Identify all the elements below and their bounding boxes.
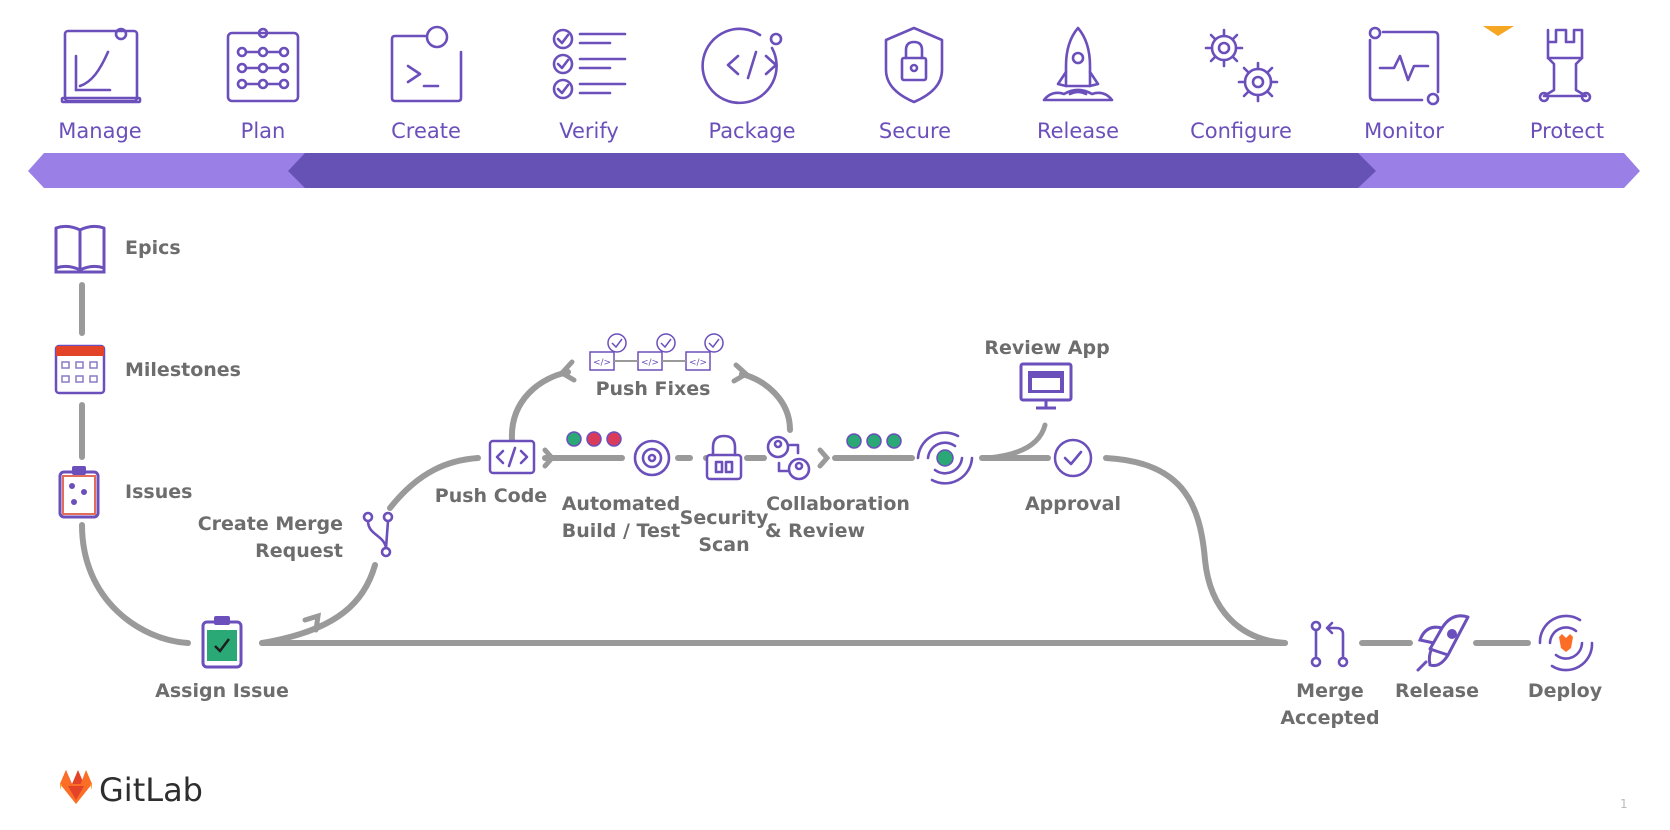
assign-issue-clipboard-icon <box>201 616 243 669</box>
stage-label-secure: Secure <box>879 119 951 143</box>
issues-label: Issues <box>125 481 192 503</box>
stage-label-plan: Plan <box>241 119 286 143</box>
page-number: 1 <box>1620 797 1628 811</box>
svg-text:</>: </> <box>689 358 707 368</box>
checklist-icon <box>552 28 627 100</box>
push-fixes-label: Push Fixes <box>596 378 711 400</box>
automated-build-test-label-line2: Build / Test <box>562 520 681 542</box>
collaboration-people-icon <box>766 435 811 481</box>
stage-label-create: Create <box>391 119 461 143</box>
review-app-label: Review App <box>984 337 1109 359</box>
corner-tab-marker <box>1483 26 1514 36</box>
stage-label-configure: Configure <box>1190 119 1292 143</box>
security-scan-label-line2: Scan <box>698 534 749 556</box>
stage-label-release: Release <box>1037 119 1119 143</box>
book-icon <box>54 224 106 274</box>
merge-request-branch-icon <box>362 511 394 558</box>
push-fixes-documents-icon: </> </> </> <box>589 333 724 371</box>
deploy-spinner-icon <box>1538 614 1594 672</box>
gears-icon <box>1204 28 1279 103</box>
rocket-icon <box>1042 26 1114 102</box>
review-app-monitor-icon <box>1019 362 1073 410</box>
collaboration-review-label-line2: & Review <box>765 520 865 542</box>
padlock-icon <box>705 434 743 481</box>
release-rocket-icon <box>1416 614 1470 672</box>
approval-check-icon <box>1053 438 1093 478</box>
shield-lock-icon <box>884 26 944 104</box>
release-label: Release <box>1395 680 1479 702</box>
stage-label-monitor: Monitor <box>1364 119 1444 143</box>
flow-connectors <box>79 282 1531 646</box>
merge-accepted-icon <box>1310 620 1349 668</box>
push-code-label: Push Code <box>435 485 547 507</box>
collaboration-review-label-line1: Collaboration <box>766 493 910 515</box>
gitlab-wordmark: GitLab <box>99 771 203 809</box>
stage-label-package: Package <box>708 119 795 143</box>
stage-label-manage: Manage <box>58 119 141 143</box>
security-scan-label-line1: Security <box>680 507 769 529</box>
create-merge-request-label-line2: Request <box>255 540 343 562</box>
deploy-label: Deploy <box>1528 680 1603 702</box>
merge-accepted-label-line1: Merge <box>1296 680 1364 702</box>
castle-tower-icon <box>1538 28 1592 103</box>
svg-text:</>: </> <box>641 358 659 368</box>
assign-issue-label: Assign Issue <box>155 680 289 702</box>
epics-label: Epics <box>125 237 181 259</box>
review-status-dots <box>846 433 902 449</box>
issue-clipboard-icon <box>58 466 100 519</box>
gitlab-fox-logo-icon <box>60 770 92 804</box>
lifecycle-band-inner <box>288 153 1376 188</box>
push-code-icon <box>488 439 536 475</box>
automated-build-test-label-line1: Automated <box>562 493 681 515</box>
review-deploy-spinner-icon <box>916 431 974 485</box>
approval-label: Approval <box>1025 493 1121 515</box>
plan-board-icon <box>226 27 300 103</box>
terminal-icon <box>390 25 463 103</box>
merge-accepted-label-line2: Accepted <box>1280 707 1379 729</box>
stage-label-verify: Verify <box>559 119 619 143</box>
chart-board-icon <box>60 27 142 104</box>
svg-text:</>: </> <box>593 358 611 368</box>
stage-label-protect: Protect <box>1530 119 1604 143</box>
code-circle-icon <box>701 27 783 105</box>
pipeline-status-dots <box>566 431 622 447</box>
create-merge-request-label-line1: Create Merge <box>198 513 343 535</box>
calendar-icon <box>54 344 106 395</box>
milestones-label: Milestones <box>125 359 241 381</box>
heartbeat-monitor-icon <box>1368 26 1440 106</box>
build-gear-icon <box>633 439 671 477</box>
